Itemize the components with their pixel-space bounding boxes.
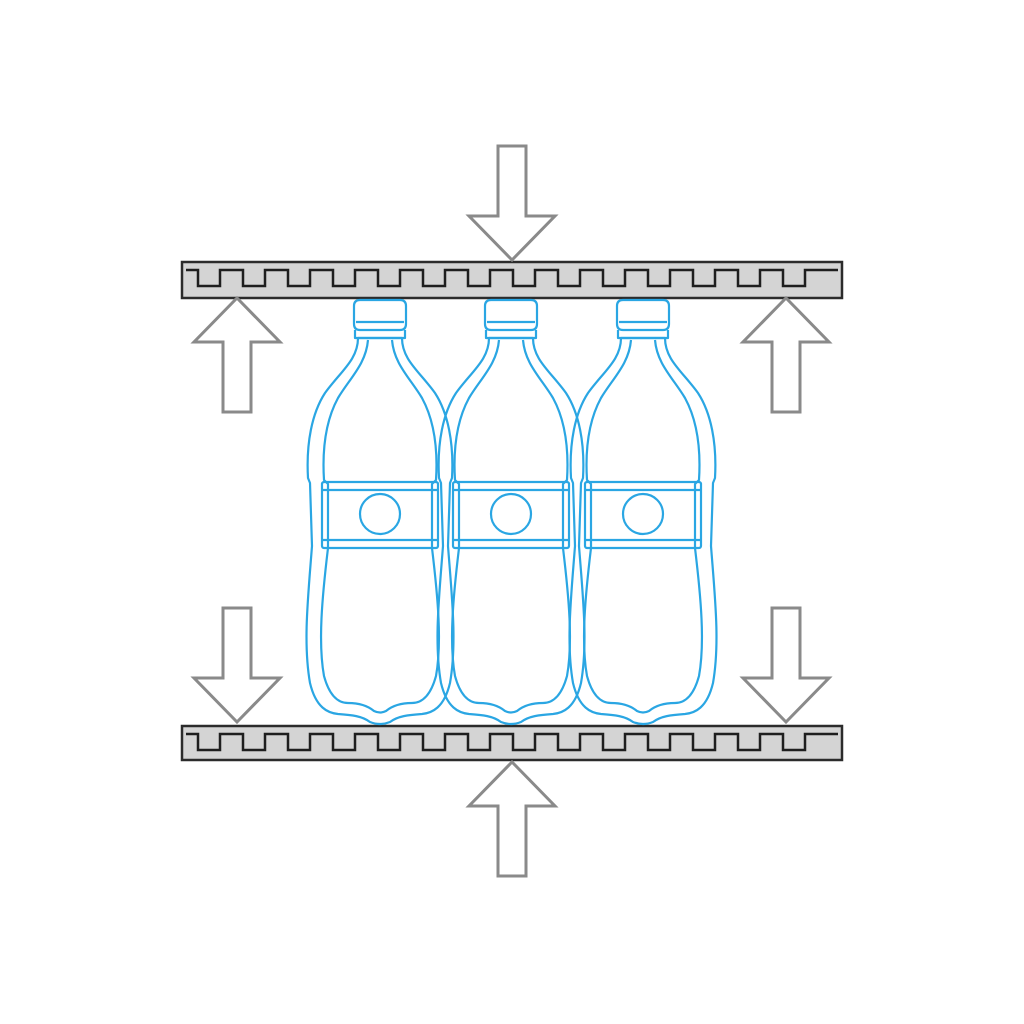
upper-left-arrow-icon: [192, 296, 282, 414]
bottom-center-arrow-icon: [467, 760, 557, 878]
bottle-middle-icon: [436, 298, 586, 726]
top-center-arrow-icon: [467, 144, 557, 262]
top-press-plate: [180, 260, 844, 300]
upper-right-arrow-icon: [741, 296, 831, 414]
bottom-plate-teeth: [186, 732, 838, 752]
bottle-left-icon: [305, 298, 455, 726]
lower-left-arrow-icon: [192, 606, 282, 724]
bottle-right-icon: [568, 298, 718, 726]
top-plate-teeth: [186, 268, 838, 288]
lower-right-arrow-icon: [741, 606, 831, 724]
bottom-press-plate: [180, 724, 844, 762]
